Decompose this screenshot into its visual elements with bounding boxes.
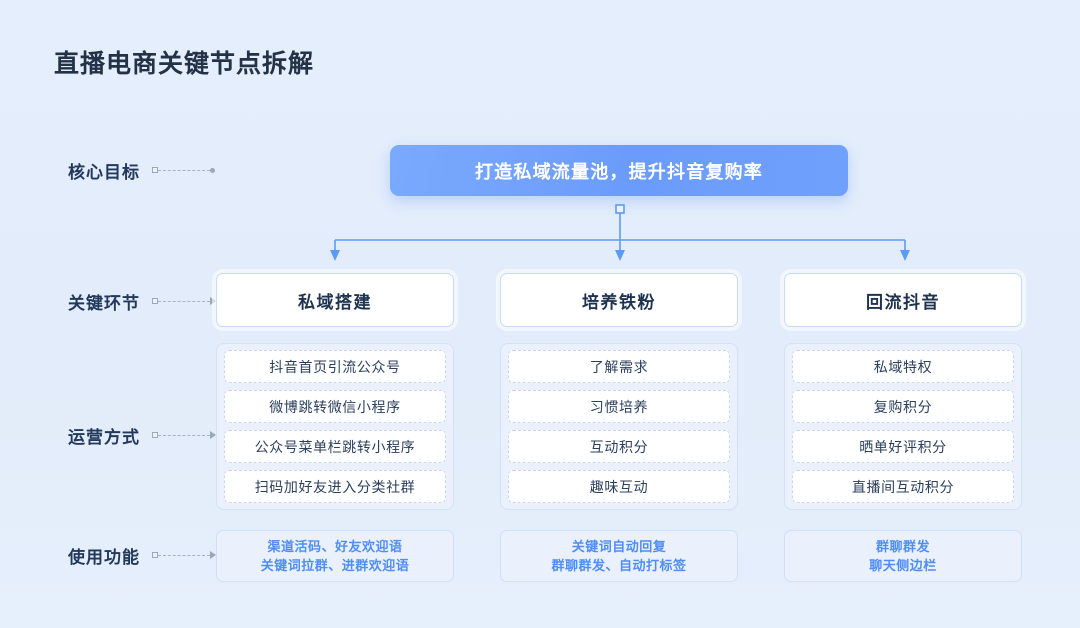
- connector-line-functions: [152, 551, 216, 559]
- column-header-1[interactable]: 私域搭建: [216, 273, 454, 327]
- row-label-key-stage-text: 关键环节: [68, 293, 140, 313]
- operations-item[interactable]: 微博跳转微信小程序: [224, 390, 446, 423]
- operations-item[interactable]: 公众号菜单栏跳转小程序: [224, 430, 446, 463]
- column-header-2[interactable]: 培养铁粉: [500, 273, 738, 327]
- connector-square-icon: [152, 552, 158, 558]
- connector-line-operations: [152, 431, 216, 439]
- flow-origin-square-icon: [615, 204, 625, 214]
- goal-banner: 打造私域流量池，提升抖音复购率: [390, 145, 848, 196]
- connector-line-goal: [152, 167, 215, 173]
- row-label-operations-text: 运营方式: [68, 427, 140, 447]
- operations-item[interactable]: 互动积分: [508, 430, 730, 463]
- operations-item[interactable]: 晒单好评积分: [792, 430, 1014, 463]
- functions-line: 聊天侧边栏: [869, 558, 937, 573]
- row-label-key-stage: 关键环节: [68, 288, 216, 314]
- column-header-3[interactable]: 回流抖音: [784, 273, 1022, 327]
- operations-item[interactable]: 扫码加好友进入分类社群: [224, 470, 446, 503]
- connector-dot-icon: [210, 167, 215, 173]
- connector-dash: [158, 554, 210, 556]
- flow-arrowhead-icon: [900, 250, 910, 261]
- operations-item[interactable]: 趣味互动: [508, 470, 730, 503]
- row-label-operations: 运营方式: [68, 422, 216, 448]
- functions-box-1[interactable]: 渠道活码、好友欢迎语 关键词拉群、进群欢迎语: [216, 530, 454, 582]
- functions-line: 渠道活码、好友欢迎语: [267, 539, 403, 554]
- functions-box-3[interactable]: 群聊群发 聊天侧边栏: [784, 530, 1022, 582]
- connector-dash: [158, 434, 210, 436]
- operations-item[interactable]: 复购积分: [792, 390, 1014, 423]
- connector-arrow-icon: [210, 297, 216, 305]
- page-title: 直播电商关键节点拆解: [54, 50, 315, 78]
- functions-line: 群聊群发: [875, 539, 930, 554]
- connector-square-icon: [152, 432, 158, 438]
- row-label-functions-text: 使用功能: [68, 547, 140, 567]
- functions-box-2[interactable]: 关键词自动回复 群聊群发、自动打标签: [500, 530, 738, 582]
- connector-dash: [158, 300, 210, 302]
- row-label-goal: 核心目标: [68, 157, 215, 183]
- functions-line: 关键词自动回复: [571, 539, 667, 554]
- connector-arrow-icon: [210, 431, 216, 439]
- flow-bus-line: [334, 213, 906, 252]
- row-label-functions: 使用功能: [68, 542, 216, 568]
- operations-item[interactable]: 了解需求: [508, 350, 730, 383]
- operations-panel-2: 了解需求 习惯培养 互动积分 趣味互动: [500, 343, 738, 510]
- connector-square-icon: [152, 167, 158, 173]
- operations-panel-3: 私域特权 复购积分 晒单好评积分 直播间互动积分: [784, 343, 1022, 510]
- flow-arrowhead-icon: [615, 250, 625, 261]
- flow-arrowhead-icon: [330, 250, 340, 261]
- functions-line: 群聊群发、自动打标签: [551, 558, 687, 573]
- operations-item[interactable]: 私域特权: [792, 350, 1014, 383]
- connector-square-icon: [152, 298, 158, 304]
- operations-item[interactable]: 习惯培养: [508, 390, 730, 423]
- operations-item[interactable]: 直播间互动积分: [792, 470, 1014, 503]
- operations-item[interactable]: 抖音首页引流公众号: [224, 350, 446, 383]
- connector-line-key-stage: [152, 297, 216, 305]
- connector-arrow-icon: [210, 551, 216, 559]
- connector-dash: [158, 169, 210, 171]
- operations-panel-1: 抖音首页引流公众号 微博跳转微信小程序 公众号菜单栏跳转小程序 扫码加好友进入分…: [216, 343, 454, 510]
- functions-line: 关键词拉群、进群欢迎语: [260, 558, 410, 573]
- row-label-goal-text: 核心目标: [68, 162, 140, 182]
